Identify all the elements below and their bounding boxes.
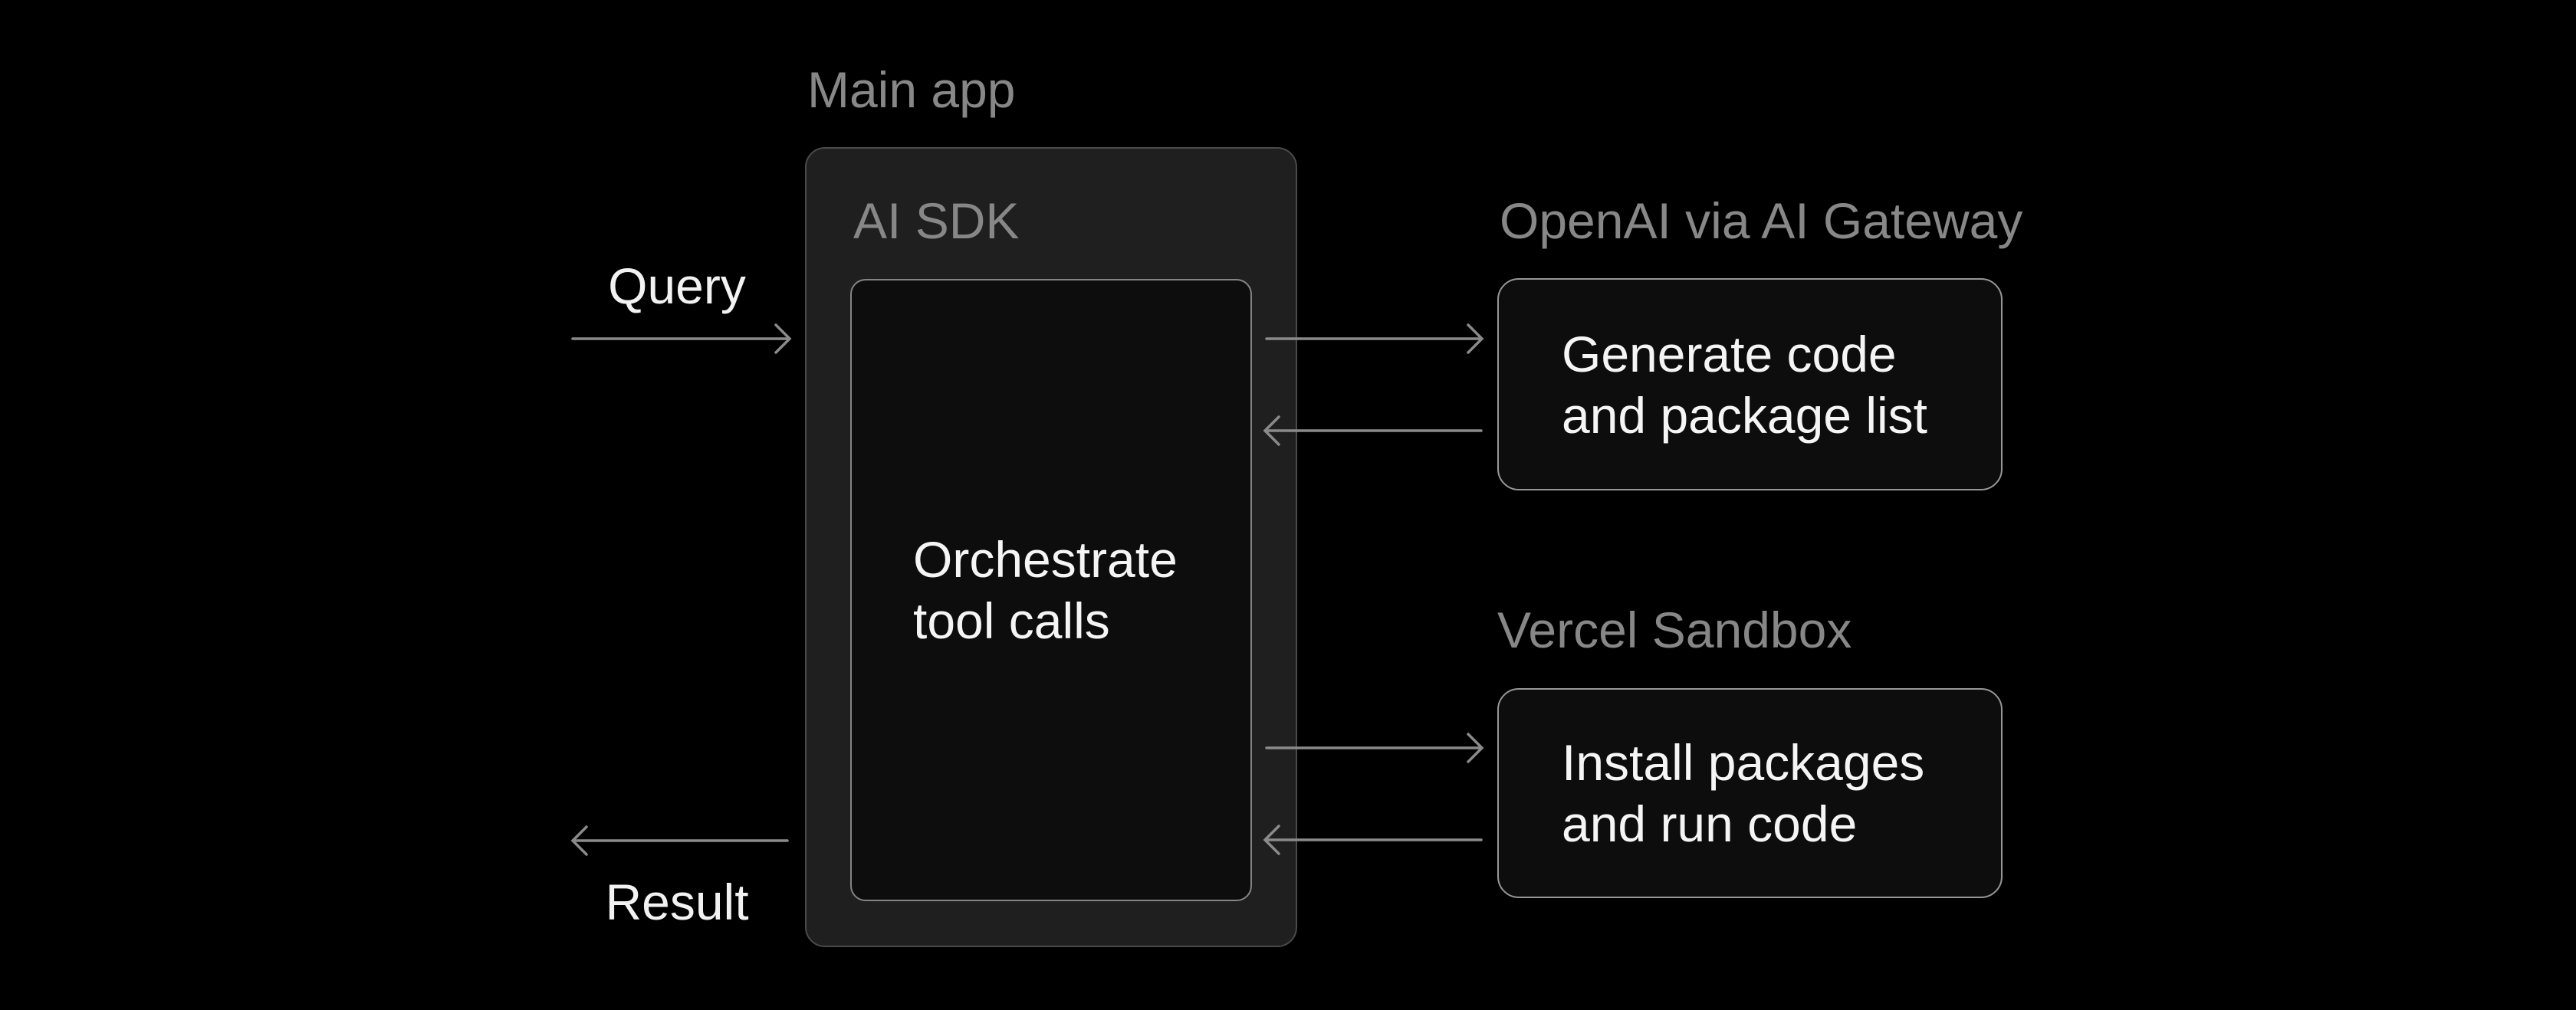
sandbox-text-line2: and run code	[1562, 795, 1858, 852]
to-sandbox-arrow	[1265, 733, 1484, 763]
query-label: Query	[608, 257, 746, 314]
main-app-label: Main app	[807, 61, 1016, 118]
gateway-text-line2: and package list	[1562, 386, 1927, 444]
from-sandbox-arrow	[1263, 825, 1483, 855]
orchestrator-text-line1: Orchestrate	[913, 531, 1178, 588]
gateway-node: Generate code and package list	[1497, 278, 2003, 490]
ai-sdk-label: AI SDK	[853, 192, 1020, 249]
sandbox-text-line1: Install packages	[1562, 734, 1925, 791]
from-gateway-arrow	[1263, 415, 1483, 446]
vercel-sandbox-label: Vercel Sandbox	[1497, 602, 1852, 658]
sandbox-node: Install packages and run code	[1497, 688, 2003, 898]
query-arrow	[571, 323, 792, 354]
orchestrator-node: Orchestrate tool calls	[850, 279, 1252, 901]
gateway-text-line1: Generate code	[1562, 325, 1897, 382]
openai-gateway-label: OpenAI via AI Gateway	[1500, 192, 2023, 249]
to-gateway-arrow	[1265, 323, 1484, 354]
orchestrator-text-line2: tool calls	[913, 592, 1110, 649]
result-arrow	[570, 825, 789, 856]
result-label: Result	[605, 874, 749, 930]
